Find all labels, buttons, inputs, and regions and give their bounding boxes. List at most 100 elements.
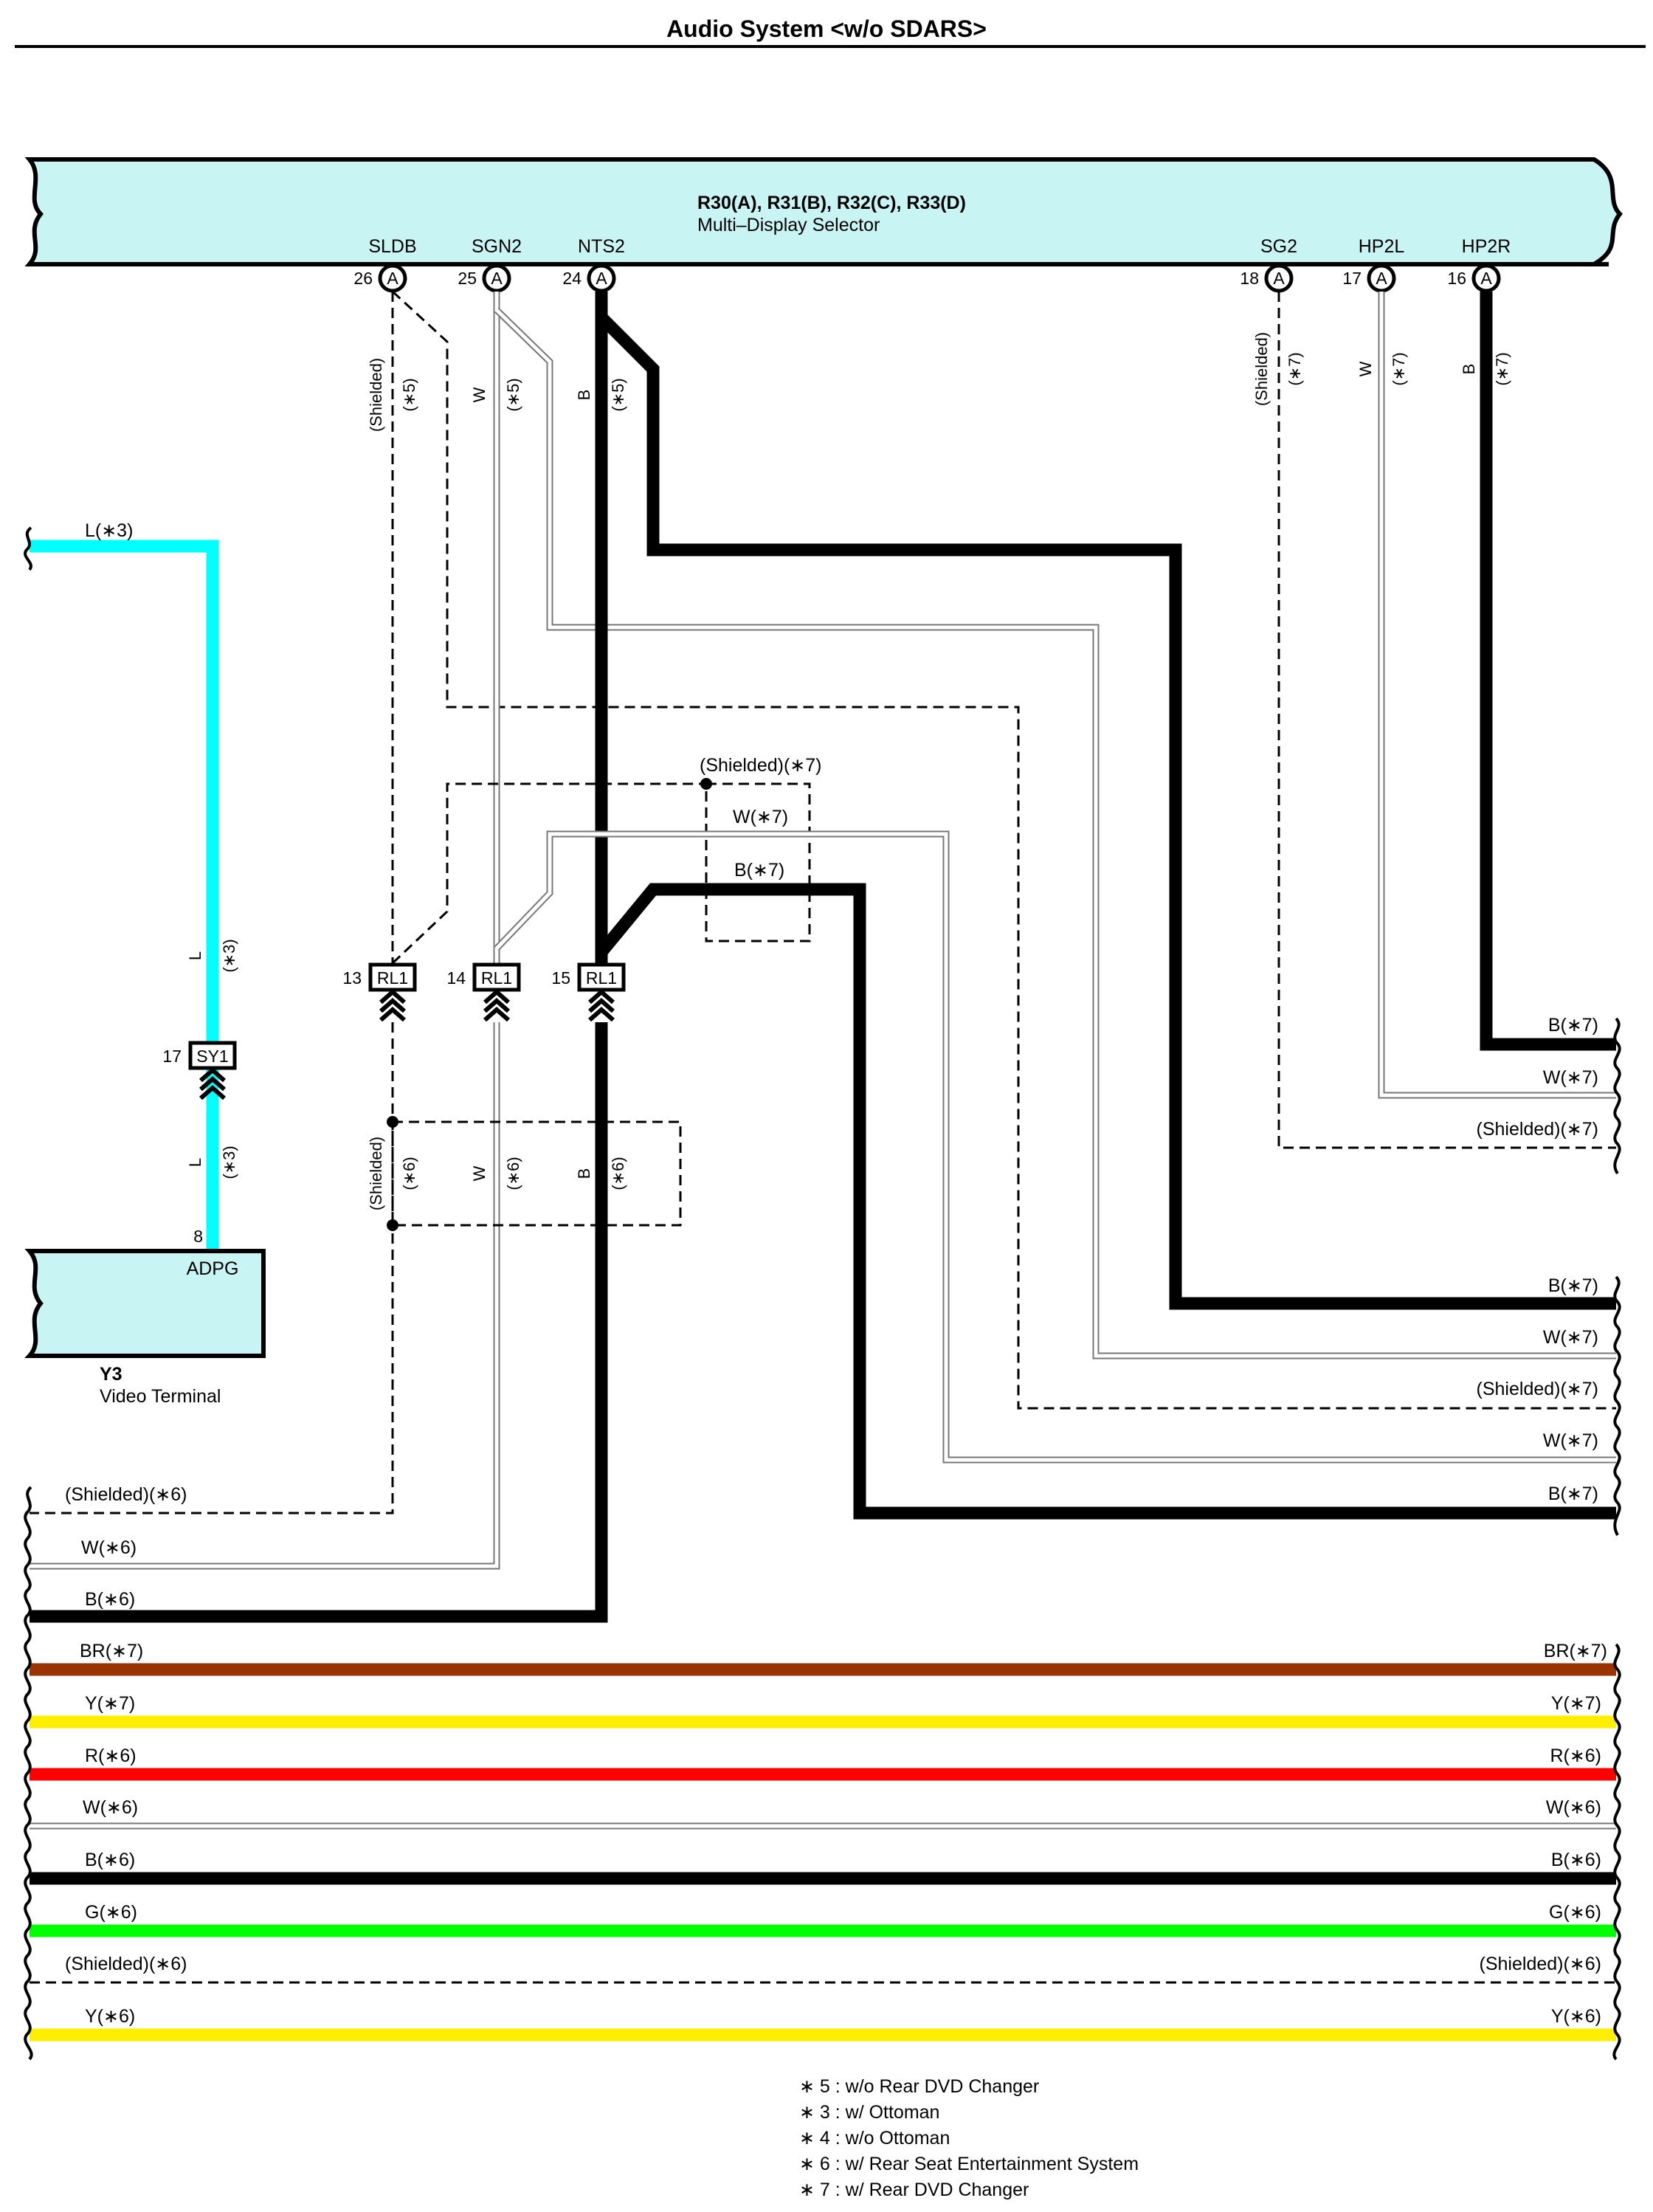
label-br7-left: BR(∗7) (80, 1641, 143, 1661)
label-left-shielded6: (Shielded)(∗6) (65, 1484, 187, 1505)
label-w6-left: W(∗6) (83, 1797, 138, 1818)
label-n6-nts2: (∗6) (609, 1157, 627, 1190)
mds-connector-body (24, 157, 1623, 266)
label-y7-left: Y(∗7) (85, 1693, 135, 1714)
label-left-b6-a: B(∗6) (85, 1589, 135, 1610)
left-edge-break-l3 (24, 526, 32, 571)
label-w6-right: W(∗6) (1546, 1797, 1601, 1818)
svg-text:13: 13 (342, 968, 362, 988)
note-4: ∗ 4 : w/o Ottoman (799, 2128, 950, 2149)
shield-box-6 (391, 1120, 682, 1227)
label-b6-right: B(∗6) (1551, 1850, 1601, 1870)
wire-rl1-15-b6 (30, 1022, 608, 1623)
pin-24: A 24 (562, 263, 616, 293)
label-g6-right: G(∗6) (1549, 1902, 1601, 1923)
pin-number-25: 25 (458, 269, 477, 288)
label-w-6: W (470, 1165, 489, 1181)
junction-sy1-17: SY1 17 (162, 1041, 237, 1100)
label-shielded-sg2: (Shielded) (1252, 332, 1271, 406)
label-b-nts2: B (575, 390, 593, 401)
pin-name-sgn2: SGN2 (472, 236, 522, 257)
pin-number-17: 17 (1342, 269, 1362, 288)
label-right-b7-c: B(∗7) (1548, 1484, 1598, 1504)
label-n5-sgn2: (∗5) (504, 378, 522, 411)
label-n7-sg2: (∗7) (1286, 352, 1304, 385)
wire-sldb-shielded-branch (391, 290, 1616, 1410)
label-n3-lower: (∗3) (220, 1145, 238, 1179)
svg-text:14: 14 (446, 968, 466, 988)
svg-text:RL1: RL1 (481, 968, 512, 988)
svg-text:A: A (1273, 269, 1285, 288)
pin-name-hp2l: HP2L (1359, 236, 1405, 257)
right-edge-breaks-upper (1613, 1017, 1621, 1536)
pin-number-18: 18 (1240, 269, 1259, 288)
right-edge-breaks-lower (1612, 1643, 1621, 2061)
label-right-w7-c: W(∗7) (1543, 1430, 1598, 1451)
mds-name: Multi–Display Selector (697, 215, 880, 235)
pin-16: A 16 (1447, 263, 1501, 293)
shield-box-7 (705, 782, 811, 943)
label-shielded-6: (Shielded) (367, 1137, 385, 1210)
wire-l-cyan (30, 540, 219, 1251)
label-y6-left: Y(∗6) (85, 2006, 135, 2027)
svg-text:17: 17 (162, 1047, 182, 1066)
pin-name-nts2: NTS2 (578, 236, 625, 257)
label-l-lower: L (186, 1158, 204, 1167)
label-shielded6-right: (Shielded)(∗6) (1480, 1954, 1601, 1974)
wire-rl1-13-shielded7 (391, 782, 706, 965)
note-5: ∗ 5 : w/o Rear DVD Changer (799, 2076, 1039, 2097)
junction-rl1-14: RL1 14 (446, 962, 521, 1022)
pin-name-sg2: SG2 (1260, 236, 1297, 257)
label-br7-right: BR(∗7) (1544, 1641, 1607, 1661)
svg-text:A: A (387, 269, 398, 288)
label-right-b7-a: B(∗7) (1548, 1015, 1598, 1036)
svg-text:A: A (1376, 269, 1387, 288)
junction-rl1-15: RL1 15 (551, 962, 626, 1022)
label-n3-upper: (∗3) (220, 939, 238, 972)
label-r6-left: R(∗6) (85, 1746, 137, 1766)
video-terminal-name: Video Terminal (100, 1386, 221, 1407)
pin-number-16: 16 (1447, 269, 1466, 288)
label-right-b7-b: B(∗7) (1548, 1275, 1598, 1296)
note-6: ∗ 6 : w/ Rear Seat Entertainment System (799, 2154, 1139, 2174)
label-n6-sgn2: (∗6) (504, 1157, 522, 1190)
label-y7-right: Y(∗7) (1551, 1693, 1601, 1714)
wire-hp2r-b (1480, 292, 1616, 1051)
shield-dot-6a (387, 1116, 398, 1128)
svg-text:A: A (1480, 269, 1492, 288)
wire-hp2l-w (1378, 292, 1616, 1099)
label-b-6: B (575, 1168, 593, 1179)
label-shielded6-left: (Shielded)(∗6) (65, 1954, 187, 1974)
label-right-shielded7-a: (Shielded)(∗7) (1477, 1119, 1598, 1140)
left-edge-breaks-lower (24, 1486, 33, 2061)
pin-17: A 17 (1342, 263, 1396, 293)
pin-name-sldb: SLDB (368, 236, 416, 257)
svg-text:RL1: RL1 (586, 968, 617, 988)
pin-18: A 18 (1240, 263, 1294, 293)
label-r6-right: R(∗6) (1550, 1746, 1601, 1766)
label-y6-right: Y(∗6) (1551, 2006, 1601, 2027)
video-terminal-pin-number: 8 (193, 1227, 203, 1246)
wire-sg2-shielded (1277, 292, 1616, 1149)
svg-text:15: 15 (551, 968, 570, 988)
label-n7-hp2l: (∗7) (1390, 352, 1408, 385)
pin-25: A 25 (458, 263, 511, 293)
label-g6-left: G(∗6) (85, 1902, 137, 1923)
mds-reference: R30(A), R31(B), R32(C), R33(D) (697, 193, 966, 213)
page-title: Audio System <w/o SDARS> (666, 15, 987, 42)
svg-text:SY1: SY1 (196, 1047, 228, 1066)
label-right-w7-a: W(∗7) (1543, 1067, 1598, 1088)
label-right-w7-b: W(∗7) (1543, 1327, 1598, 1348)
wire-nts2-b-branch (596, 312, 1616, 1310)
label-w-hp2l: W (1356, 361, 1375, 376)
svg-text:RL1: RL1 (377, 968, 408, 988)
notes: ∗ 5 : w/o Rear DVD Changer ∗ 3 : w/ Otto… (799, 2076, 1139, 2200)
label-w-sgn2: W (470, 387, 489, 402)
video-terminal-pin-name: ADPG (187, 1258, 239, 1279)
pin-number-24: 24 (562, 269, 582, 288)
note-3: ∗ 3 : w/ Ottoman (799, 2102, 939, 2123)
label-b-hp2r: B (1460, 364, 1478, 375)
label-shielded7-box: (Shielded)(∗7) (700, 755, 821, 776)
label-left-w6-a: W(∗6) (81, 1537, 137, 1558)
